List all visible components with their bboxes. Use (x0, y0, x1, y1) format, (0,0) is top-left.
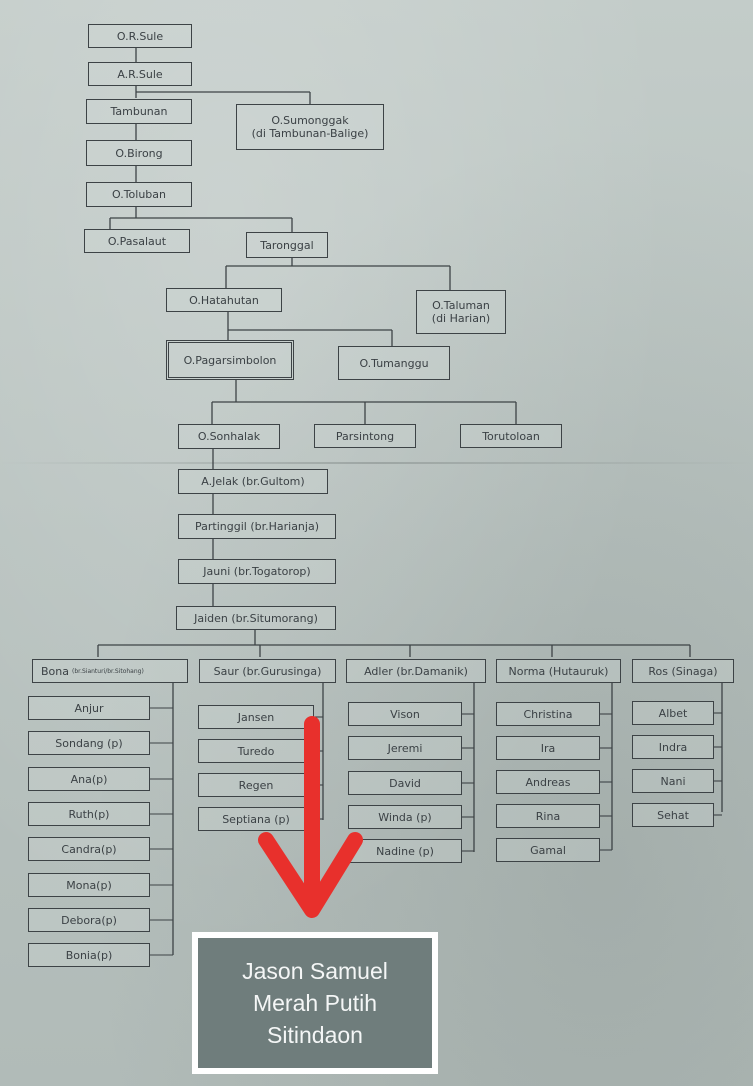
node-jaiden: Jaiden (br.Situmorang) (176, 606, 336, 630)
family-head-bona: Bona (br.Sianturi/br.Sitohang) (32, 659, 188, 683)
child-saur: Regen (198, 773, 314, 797)
node-parsintong: Parsintong (314, 424, 416, 448)
child-bona: Ruth(p) (28, 802, 150, 826)
child-adler: Jeremi (348, 736, 462, 760)
sumonggak-note: (di Tambunan-Balige) (251, 127, 369, 140)
taluman-name: O.Taluman (432, 299, 490, 312)
node-sumonggak: O.Sumonggak (di Tambunan-Balige) (236, 104, 384, 150)
annotation-line-1: Jason Samuel (242, 958, 388, 984)
child-ros: Sehat (632, 803, 714, 827)
annotation-line-3: Sitindaon (267, 1022, 363, 1048)
child-norma: Gamal (496, 838, 600, 862)
child-bona: Mona(p) (28, 873, 150, 897)
child-bona: Bonia(p) (28, 943, 150, 967)
child-adler: David (348, 771, 462, 795)
fold-crease (0, 462, 753, 464)
child-bona: Debora(p) (28, 908, 150, 932)
node-taluman: O.Taluman (di Harian) (416, 290, 506, 334)
node-tumanggu: O.Tumanggu (338, 346, 450, 380)
child-saur: Turedo (198, 739, 314, 763)
name-annotation-box: Jason Samuel Merah Putih Sitindaon (192, 932, 438, 1074)
child-ros: Nani (632, 769, 714, 793)
node-birong: O.Birong (86, 140, 192, 166)
child-bona: Anjur (28, 696, 150, 720)
node-torutoloan: Torutoloan (460, 424, 562, 448)
node-hatahutan: O.Hatahutan (166, 288, 282, 312)
child-saur: Septiana (p) (198, 807, 314, 831)
child-norma: Christina (496, 702, 600, 726)
bona-name: Bona (41, 664, 69, 678)
node-gen2: A.R.Sule (88, 62, 192, 86)
child-adler: Nadine (p) (348, 839, 462, 863)
child-ros: Indra (632, 735, 714, 759)
child-adler: Vison (348, 702, 462, 726)
family-head-norma: Norma (Hutauruk) (496, 659, 621, 683)
node-jauni: Jauni (br.Togatorop) (178, 559, 336, 584)
family-head-saur: Saur (br.Gurusinga) (199, 659, 336, 683)
bona-note: (br.Sianturi/br.Sitohang) (72, 667, 144, 675)
child-norma: Andreas (496, 770, 600, 794)
node-pagarsimbolon: O.Pagarsimbolon (166, 340, 294, 380)
sumonggak-name: O.Sumonggak (271, 114, 349, 127)
child-bona: Sondang (p) (28, 731, 150, 755)
annotation-line-2: Merah Putih (252, 990, 377, 1016)
node-taronggal: Taronggal (246, 232, 328, 258)
node-sonhalak: O.Sonhalak (178, 424, 280, 449)
child-ros: Albet (632, 701, 714, 725)
child-adler: Winda (p) (348, 805, 462, 829)
node-jelak: A.Jelak (br.Gultom) (178, 469, 328, 494)
child-bona: Ana(p) (28, 767, 150, 791)
family-head-ros: Ros (Sinaga) (632, 659, 734, 683)
node-partinggil: Partinggil (br.Harianja) (178, 514, 336, 539)
child-saur: Jansen (198, 705, 314, 729)
node-pasalaut: O.Pasalaut (84, 229, 190, 253)
family-head-adler: Adler (br.Damanik) (346, 659, 486, 683)
node-tambunan: Tambunan (86, 99, 192, 124)
taluman-note: (di Harian) (431, 312, 491, 325)
child-norma: Rina (496, 804, 600, 828)
node-root: O.R.Sule (88, 24, 192, 48)
child-bona: Candra(p) (28, 837, 150, 861)
node-toluban: O.Toluban (86, 182, 192, 207)
child-norma: Ira (496, 736, 600, 760)
